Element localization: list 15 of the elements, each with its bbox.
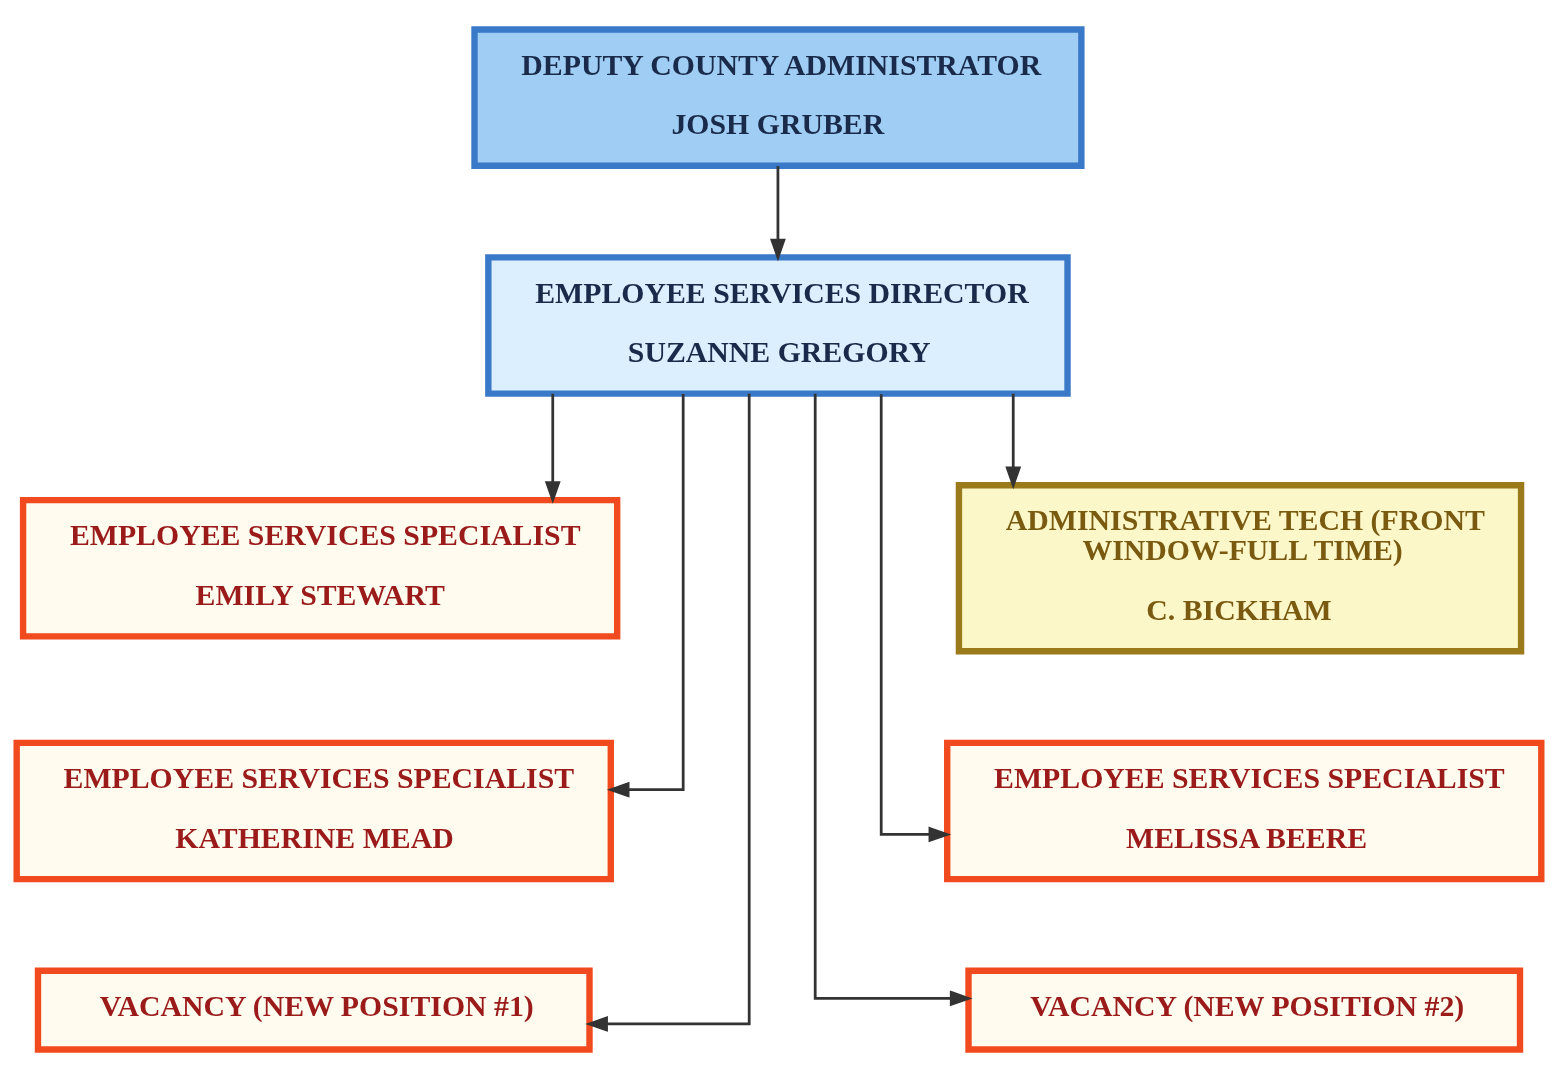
node-box: EMPLOYEE SERVICES SPECIALIST EMILY STEWART (19, 496, 621, 640)
arrow (770, 166, 786, 262)
arrow (813, 393, 973, 1007)
node-box: EMPLOYEE SERVICES SPECIALIST KATHERINE MEAD (13, 739, 614, 883)
arrow (606, 394, 685, 798)
node-box: ADMINISTRATIVE TECH (FRONT WINDOW-FULL TIME) C. BICKHAM (955, 482, 1525, 655)
arrow (879, 394, 952, 843)
arrow (1005, 393, 1022, 490)
node-box: VACANCY (NEW POSITION #2) (965, 967, 1524, 1053)
node-box: EMPLOYEE SERVICES SPECIALIST MELISSA BEERE (944, 739, 1545, 883)
arrow (544, 393, 561, 504)
node-box: DEPUTY COUNTY ADMINISTRATOR JOSH GRUBER (471, 26, 1085, 169)
node-box: VACANCY (NEW POSITION #1) (34, 967, 593, 1053)
arrow (585, 393, 751, 1032)
node-box: EMPLOYEE SERVICES DIRECTOR SUZANNE GREGORY (485, 254, 1071, 397)
